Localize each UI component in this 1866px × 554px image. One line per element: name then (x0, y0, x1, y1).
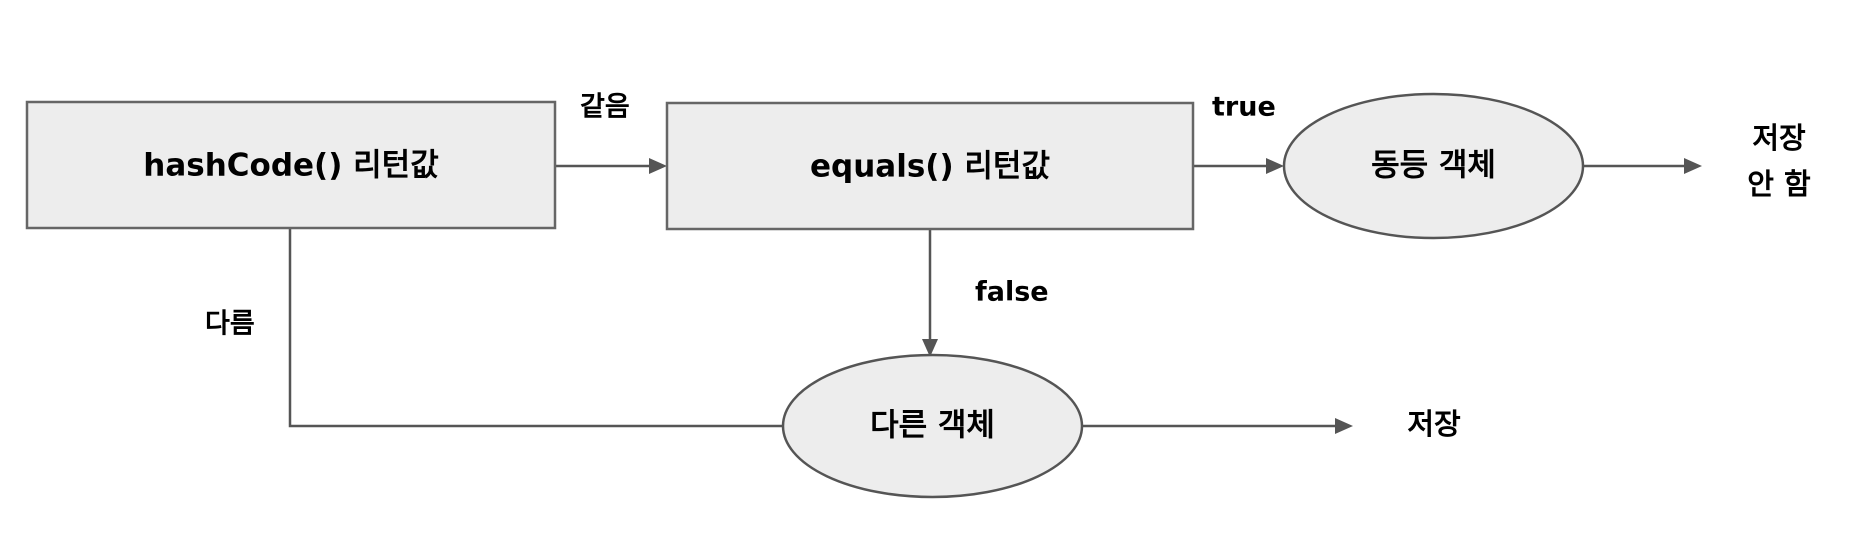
edge-label-true: true (1212, 92, 1276, 123)
edge-label-false: false (975, 277, 1049, 308)
node-different-object-ellipse[interactable]: 다른 객체 (781, 353, 1084, 499)
edge-label-same: 같음 (580, 92, 630, 123)
edge-hashcode-to-equals (555, 158, 667, 174)
node-equal-object-ellipse[interactable]: 동등 객체 (1282, 92, 1585, 240)
node-hashcode-box-label: hashCode() 리턴값 (143, 148, 438, 184)
edge-equals-to-equal-object-arrowhead (1266, 158, 1284, 174)
node-equal-object-label: 동등 객체 (1371, 148, 1496, 184)
edge-equals-to-different-object (922, 229, 938, 357)
node-equals-box-label: equals() 리턴값 (810, 149, 1050, 185)
terminal-label-not-stored-line1: 저장 (1752, 121, 1806, 155)
node-equal-object-ellipse-shape (1282, 92, 1585, 240)
edge-label-different: 다름 (205, 309, 255, 340)
node-equals-box[interactable]: equals() 리턴값 (665, 101, 1195, 231)
edge-equals-to-different-object-arrowhead (922, 339, 938, 357)
edge-equal-object-to-not-stored (1583, 158, 1702, 174)
edge-hashcode-to-equals-arrowhead (649, 158, 667, 174)
terminal-label-not-stored-line2: 안 함 (1747, 167, 1811, 201)
node-different-object-label: 다른 객체 (870, 408, 995, 444)
edge-different-object-to-stored-arrowhead (1335, 418, 1353, 434)
terminal-label-stored: 저장 (1407, 407, 1461, 441)
node-equals-box-shape (665, 101, 1195, 231)
node-different-object-ellipse-shape (781, 353, 1084, 499)
edge-hashcode-to-different-object (288, 228, 783, 428)
node-hashcode-box-shape (25, 100, 557, 230)
edge-equal-object-to-not-stored-arrowhead (1684, 158, 1702, 174)
node-hashcode-box[interactable]: hashCode() 리턴값 (25, 100, 557, 230)
edge-hashcode-to-different-object-line (288, 228, 783, 428)
edge-different-object-to-stored (1082, 418, 1353, 434)
edge-equals-to-equal-object (1193, 158, 1284, 174)
